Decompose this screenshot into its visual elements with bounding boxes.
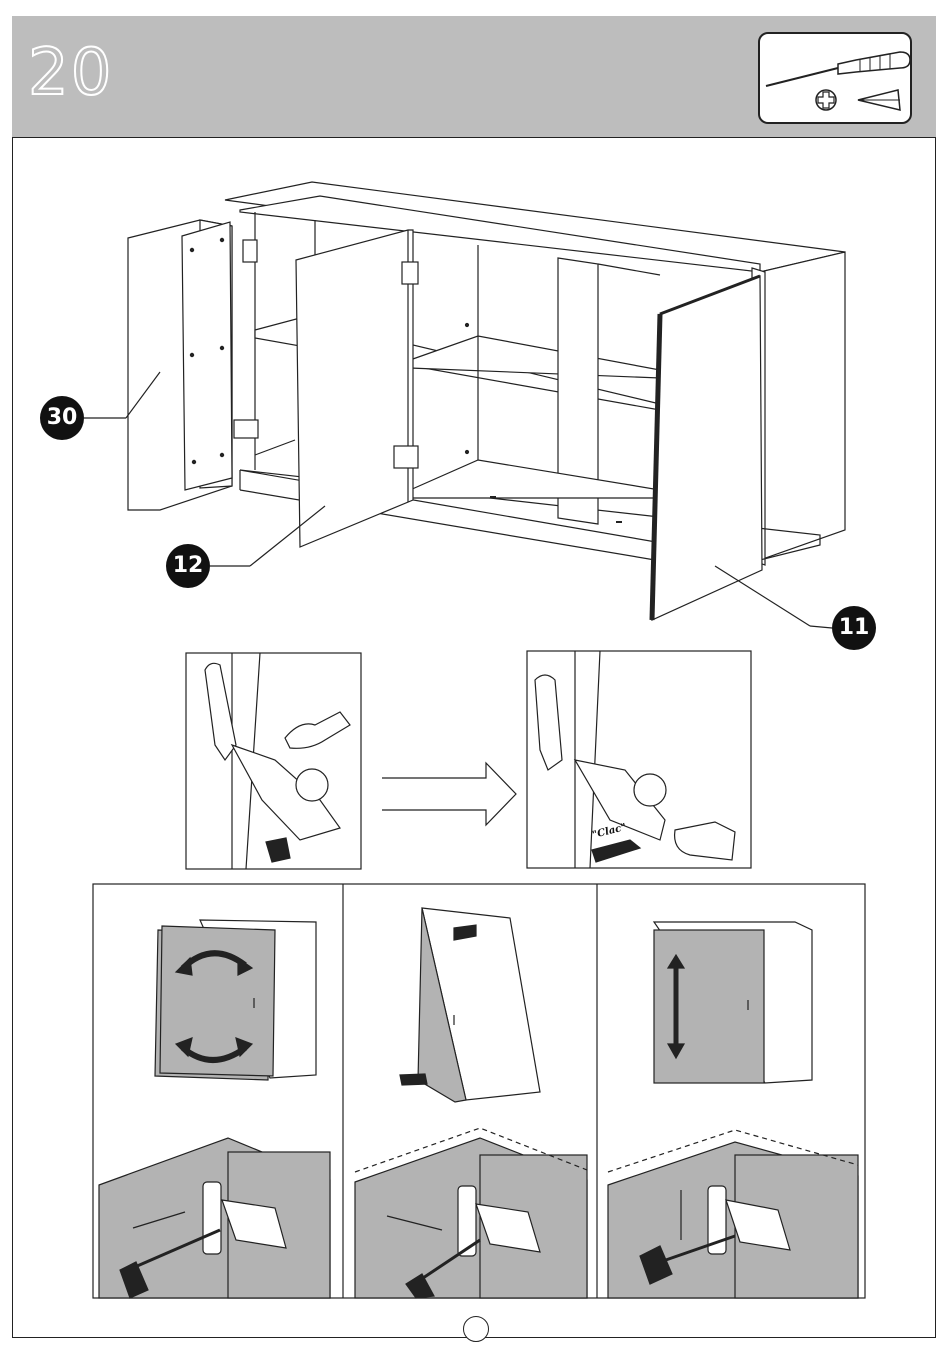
page-number xyxy=(463,1316,489,1342)
callout-door-11: 11 xyxy=(832,606,876,650)
callout-door-30: 30 xyxy=(40,396,84,440)
callout-door-12: 12 xyxy=(166,544,210,588)
